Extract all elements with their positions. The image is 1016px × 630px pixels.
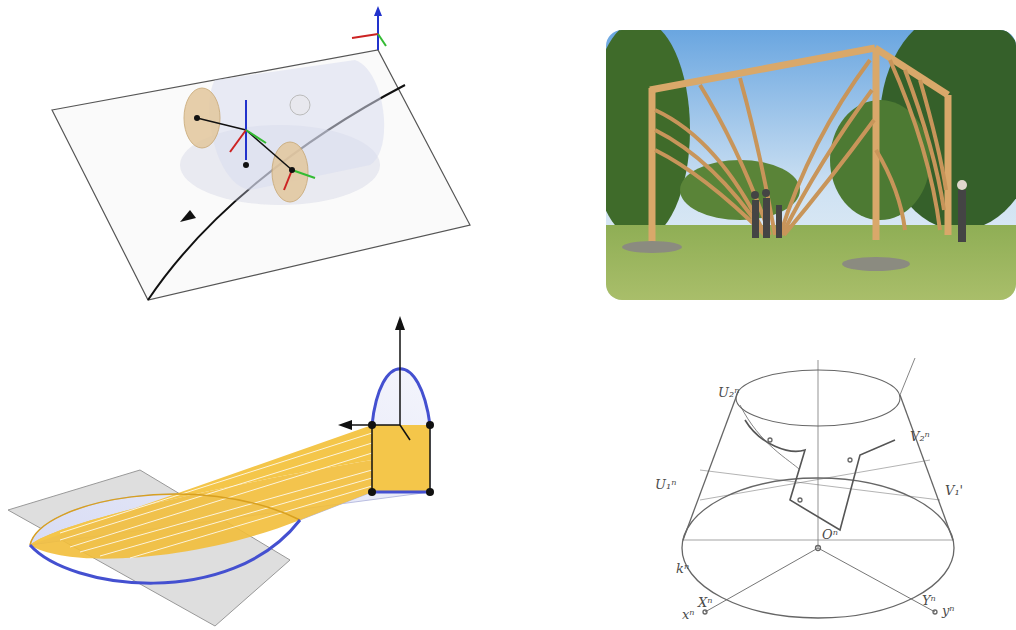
point-label: Oⁿ bbox=[822, 528, 838, 541]
point-label: Xⁿ bbox=[698, 596, 713, 609]
point-label: V₂ⁿ bbox=[910, 430, 930, 443]
point-label: Yⁿ bbox=[922, 594, 936, 607]
pencil-sketch bbox=[682, 358, 954, 618]
point-label: V₁' bbox=[945, 484, 963, 497]
ruled-surface bbox=[8, 316, 434, 626]
pavilion-photo bbox=[606, 30, 1016, 300]
point-label: yⁿ bbox=[942, 604, 955, 617]
point-label: U₂ⁿ bbox=[718, 386, 739, 399]
point-label: xⁿ bbox=[682, 608, 695, 621]
point-label: kⁿ bbox=[676, 562, 689, 575]
point-label: U₁ⁿ bbox=[655, 478, 676, 491]
vehicle-figure bbox=[52, 6, 470, 300]
